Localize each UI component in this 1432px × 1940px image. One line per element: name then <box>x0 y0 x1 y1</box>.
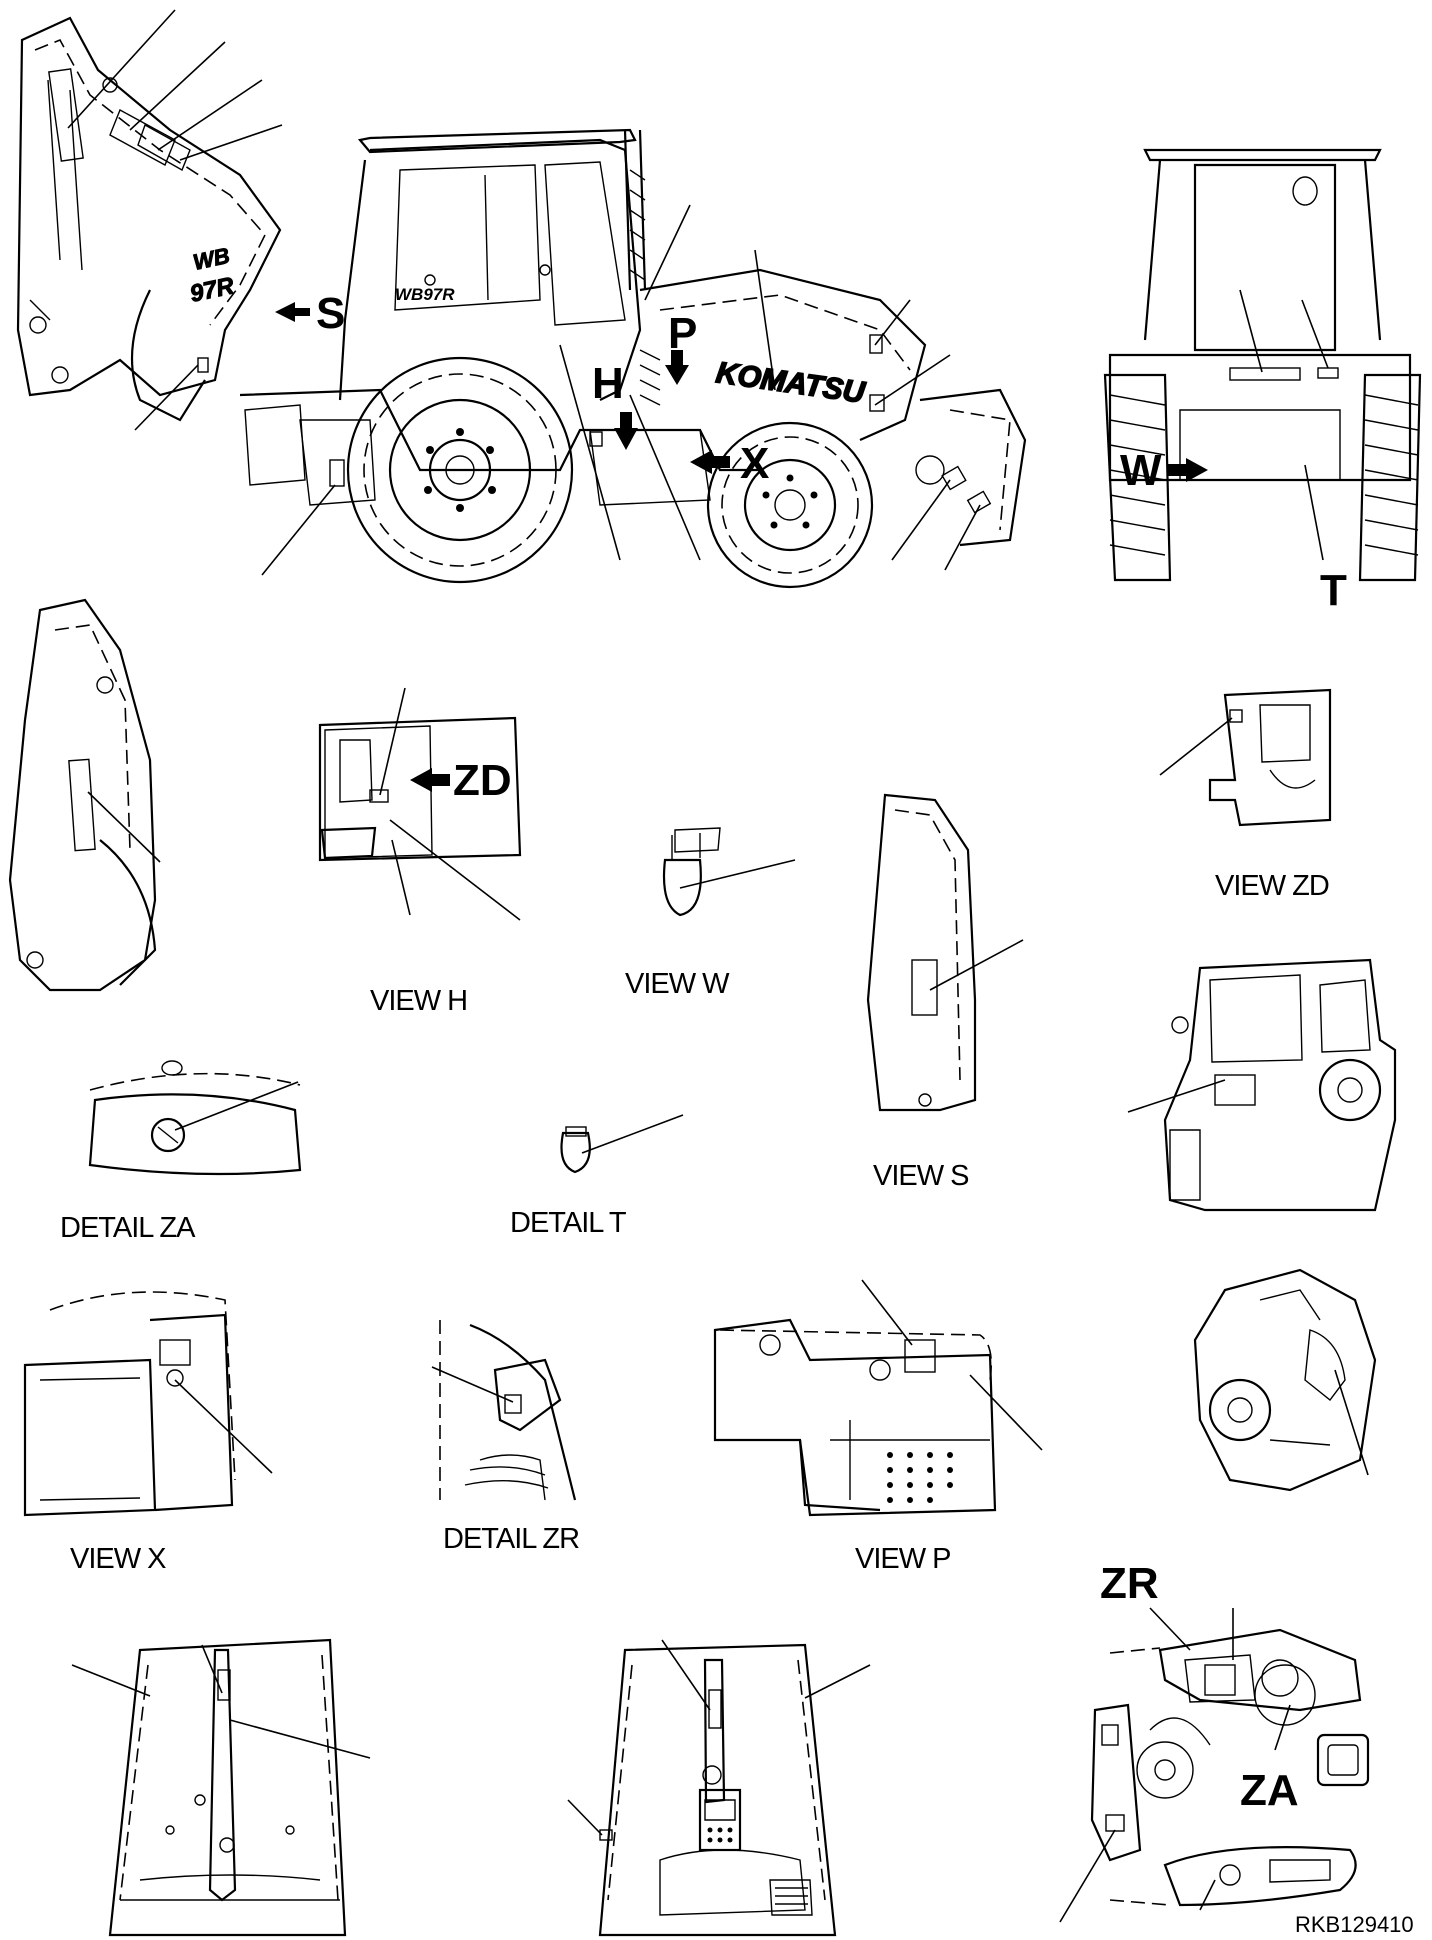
svg-text:WB97R: WB97R <box>395 285 455 304</box>
view-x: VIEW X <box>23 1291 273 1575</box>
svg-text:97R: 97R <box>188 272 237 308</box>
svg-text:S: S <box>316 289 345 338</box>
detail-zr: DETAIL ZR <box>431 1320 580 1555</box>
caption-detail-za: DETAIL ZA <box>60 1212 196 1244</box>
caption-detail-zr: DETAIL ZR <box>443 1523 579 1555</box>
caption-view-p: VIEW P <box>855 1543 951 1575</box>
front-wheel <box>706 421 874 589</box>
transmission-view <box>1193 1268 1377 1492</box>
detail-t: DETAIL T <box>510 1114 684 1239</box>
view-arrow-zd: ZD <box>410 756 512 805</box>
view-s: VIEW S <box>866 793 1024 1192</box>
operator-controls-view: ZR ZA <box>1059 1559 1370 1923</box>
view-arrow-w: W <box>1120 446 1208 495</box>
svg-text:W: W <box>1120 446 1162 495</box>
view-arrow-x: X <box>690 439 769 488</box>
cab-interior-left <box>71 1638 371 1937</box>
detail-za: DETAIL ZA <box>60 1060 302 1244</box>
callout-zr: ZR <box>1100 1559 1159 1608</box>
view-p: VIEW P <box>713 1279 1043 1575</box>
caption-view-h: VIEW H <box>370 985 467 1017</box>
view-zd: VIEW ZD <box>1159 688 1332 902</box>
komatsu-logo: KOMATSU <box>714 356 868 410</box>
backhoe-side-view: WB 97R WB97R KOMATSU <box>16 9 1027 589</box>
svg-text:WB: WB <box>191 243 232 275</box>
view-h: ZD VIEW H <box>318 687 522 1017</box>
svg-text:ZD: ZD <box>453 756 512 805</box>
svg-text:P: P <box>668 309 697 358</box>
view-w: VIEW W <box>625 827 796 1000</box>
caption-detail-t: DETAIL T <box>510 1207 627 1239</box>
caption-view-zd: VIEW ZD <box>1215 870 1329 902</box>
callout-za: ZA <box>1240 1766 1299 1815</box>
view-arrow-s: S <box>275 289 345 338</box>
view-arrow-p: P <box>665 309 697 385</box>
caption-view-s: VIEW S <box>873 1160 969 1192</box>
boom-detail <box>8 598 161 992</box>
caption-view-w: VIEW W <box>625 968 730 1000</box>
view-arrow-h: H <box>592 359 638 450</box>
rear-wheel <box>346 356 574 584</box>
view-arrow-t: T <box>1320 566 1347 615</box>
cab-interior-right <box>567 1639 871 1937</box>
drawing-code: RKB129410 <box>1295 1912 1414 1937</box>
svg-text:X: X <box>740 439 769 488</box>
svg-text:H: H <box>592 359 624 408</box>
engine-view <box>1127 958 1397 1212</box>
caption-view-x: VIEW X <box>70 1543 166 1575</box>
rear-view: W T <box>1103 148 1422 615</box>
